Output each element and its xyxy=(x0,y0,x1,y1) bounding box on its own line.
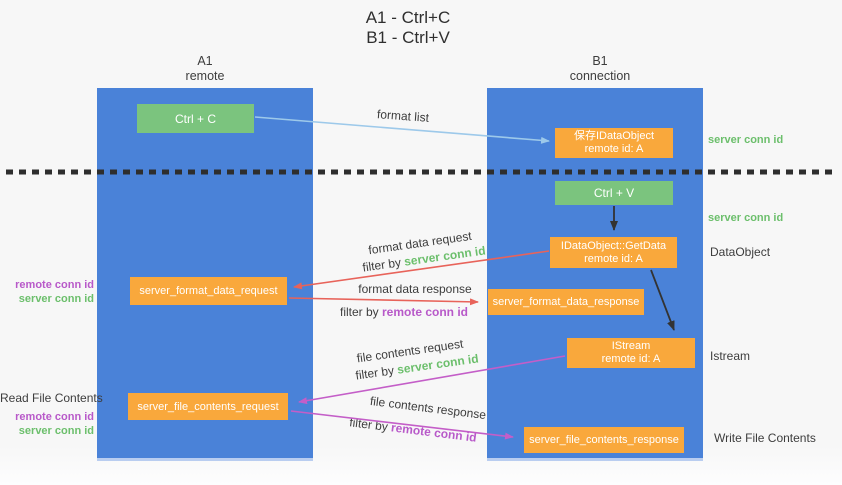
node-ctrl-c: Ctrl + C xyxy=(137,104,254,133)
node-file-response-label: server_file_contents_response xyxy=(529,434,679,446)
remote-conn-id-text: remote conn id xyxy=(390,420,478,445)
filter-by-text: filter by xyxy=(348,415,393,435)
annotation-server-conn-id-top: server conn id xyxy=(708,134,784,146)
node-format-response-label: server_format_data_response xyxy=(492,296,640,308)
annotation-file-conn-ids: remote conn id server conn id xyxy=(0,410,94,438)
annotation-server-conn-id-format: server conn id xyxy=(18,293,94,305)
annotation-istream: Istream xyxy=(710,349,751,363)
node-getdata-line1: IDataObject::GetData xyxy=(560,239,667,252)
node-save-idataobject: 保存IDataObject remote id: A xyxy=(555,128,673,158)
node-save-idataobject-line1: 保存IDataObject xyxy=(573,130,655,142)
title-line-ctrl-v: B1 - Ctrl+V xyxy=(366,28,450,47)
column-b-name: B1 xyxy=(592,54,608,68)
annotation-remote-conn-id-file: remote conn id xyxy=(15,411,94,423)
annotation-server-conn-id-mid: server conn id xyxy=(708,212,784,224)
node-ctrl-v: Ctrl + V xyxy=(555,181,673,205)
edge-label-file-contents-response: file contents response xyxy=(369,393,487,423)
node-server-format-data-response: server_format_data_response xyxy=(488,289,644,315)
annotation-write-file-contents: Write File Contents xyxy=(714,431,816,445)
node-file-request-label: server_file_contents_request xyxy=(137,400,279,413)
edge-label-filter-remote-conn-id-1: filter by remote conn id xyxy=(340,305,468,319)
column-a-subtitle: remote xyxy=(185,69,225,83)
annotation-server-conn-id-file: server conn id xyxy=(18,425,94,437)
node-ctrl-v-label: Ctrl + V xyxy=(593,186,635,200)
node-server-file-contents-response: server_file_contents_response xyxy=(524,427,684,453)
column-a-name: A1 xyxy=(197,54,213,68)
annotation-format-conn-ids: remote conn id server conn id xyxy=(0,278,94,306)
annotation-dataobject: DataObject xyxy=(710,245,771,259)
filter-by-text: filter by xyxy=(339,305,382,319)
filter-by-text: filter by xyxy=(354,362,399,383)
annotation-remote-conn-id-format: remote conn id xyxy=(15,279,94,291)
node-istream-line2: remote id: A xyxy=(601,353,661,365)
node-istream: IStream remote id: A xyxy=(567,338,695,368)
node-server-file-contents-request: server_file_contents_request xyxy=(128,393,288,420)
column-b-subtitle: connection xyxy=(569,69,631,83)
annotation-read-file-contents: Read File Contents xyxy=(0,391,103,405)
node-idataobject-getdata: IDataObject::GetData remote id: A xyxy=(550,237,677,268)
diagram-title: A1 - Ctrl+C B1 - Ctrl+V xyxy=(298,8,518,48)
column-header-a1-remote: A1 remote xyxy=(135,54,275,84)
edge-label-filter-remote-conn-id-2: filter by remote conn id xyxy=(349,415,478,444)
node-save-idataobject-line2: remote id: A xyxy=(584,143,644,155)
node-format-request-label: server_format_data_request xyxy=(139,285,278,297)
node-istream-line1: IStream xyxy=(611,340,651,352)
node-getdata-line2: remote id: A xyxy=(584,252,643,265)
arrow-format-data-response xyxy=(288,297,479,306)
edge-label-format-data-response: format data response xyxy=(358,282,472,296)
node-server-format-data-request: server_format_data_request xyxy=(130,277,287,305)
node-ctrl-c-label: Ctrl + C xyxy=(174,111,216,126)
edge-label-format-list: format list xyxy=(376,107,430,125)
title-line-ctrl-c: A1 - Ctrl+C xyxy=(365,8,451,27)
remote-conn-id-text: remote conn id xyxy=(382,305,469,319)
filter-by-text: filter by xyxy=(361,254,406,275)
column-header-b1-connection: B1 connection xyxy=(530,54,670,84)
